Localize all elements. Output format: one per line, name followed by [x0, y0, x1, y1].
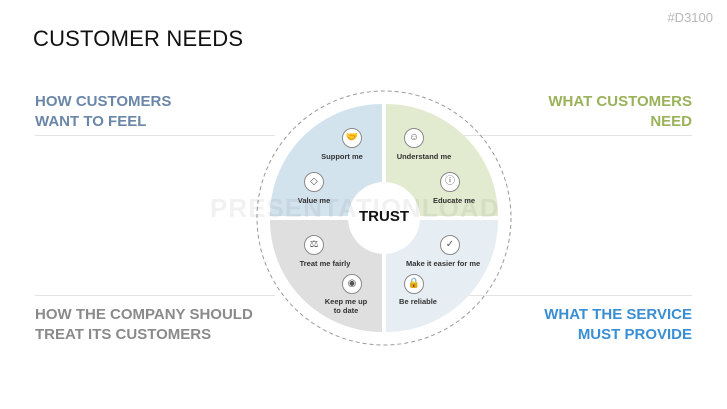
- divider-bottom-right: [452, 295, 692, 296]
- center-circle: [348, 182, 420, 254]
- label-keep-me-up-to-date: Keep me up to date: [322, 297, 370, 315]
- label-line: to date: [333, 306, 359, 315]
- eye-icon: ◉: [342, 274, 362, 294]
- label-line: Be reliable: [399, 297, 437, 306]
- label-line: Value me: [297, 196, 331, 205]
- divider-left: [35, 135, 275, 136]
- label-value-me: Value me: [292, 196, 336, 205]
- heading-line: WANT TO FEEL: [35, 113, 147, 130]
- watermark: PRESENTATIONLOAD: [210, 193, 500, 223]
- label-be-reliable: Be reliable: [394, 297, 442, 306]
- heading-how-company-should-treat: HOW THE COMPANY SHOULD TREAT ITS CUSTOME…: [35, 305, 253, 345]
- scales-icon: ⚖: [304, 235, 324, 255]
- checkmark-icon: ✓: [440, 235, 460, 255]
- center-label-trust: TRUST: [359, 208, 409, 225]
- label-understand-me: Understand me: [396, 152, 452, 161]
- label-line: Educate me: [432, 196, 476, 205]
- info-icon: ⓘ: [440, 172, 460, 192]
- diamond-icon: ◇: [304, 172, 324, 192]
- label-line: Support me: [321, 152, 363, 161]
- heading-line: WHAT CUSTOMERS: [548, 93, 692, 110]
- label-make-it-easier-for-me: Make it easier for me: [406, 259, 481, 268]
- label-treat-me-fairly: Treat me fairly: [296, 259, 354, 268]
- heading-what-service-must-provide: WHAT THE SERVICE MUST PROVIDE: [544, 305, 692, 345]
- heading-how-customers-want-to-feel: HOW CUSTOMERS WANT TO FEEL: [35, 92, 171, 132]
- lock-icon: 🔒: [404, 274, 424, 294]
- heading-line: MUST PROVIDE: [577, 326, 692, 343]
- label-line: Treat me fairly: [299, 259, 351, 268]
- outer-dashed-ring: [256, 90, 512, 346]
- heading-what-customers-need: WHAT CUSTOMERS NEED: [548, 92, 692, 132]
- label-line: Make it easier for me: [406, 259, 481, 268]
- person-thinking-icon: ☺: [404, 128, 424, 148]
- heading-line: WHAT THE SERVICE: [544, 306, 692, 323]
- label-support-me: Support me: [318, 152, 366, 161]
- divider-bottom-left: [35, 295, 275, 296]
- slide-id: #D3100: [667, 10, 713, 25]
- heading-line: TREAT ITS CUSTOMERS: [35, 326, 212, 343]
- quadrant-bottom-right: [386, 220, 498, 332]
- quadrant-bottom-left: [270, 220, 382, 332]
- handshake-icon: 🤝: [342, 128, 362, 148]
- label-line: Keep me up: [324, 297, 368, 306]
- heading-line: HOW CUSTOMERS: [35, 93, 172, 110]
- heading-line: NEED: [650, 113, 692, 130]
- label-educate-me: Educate me: [430, 196, 478, 205]
- label-line: Understand me: [396, 152, 452, 161]
- page-title: CUSTOMER NEEDS: [33, 26, 244, 51]
- divider-right: [452, 135, 692, 136]
- heading-line: HOW THE COMPANY SHOULD: [35, 306, 253, 323]
